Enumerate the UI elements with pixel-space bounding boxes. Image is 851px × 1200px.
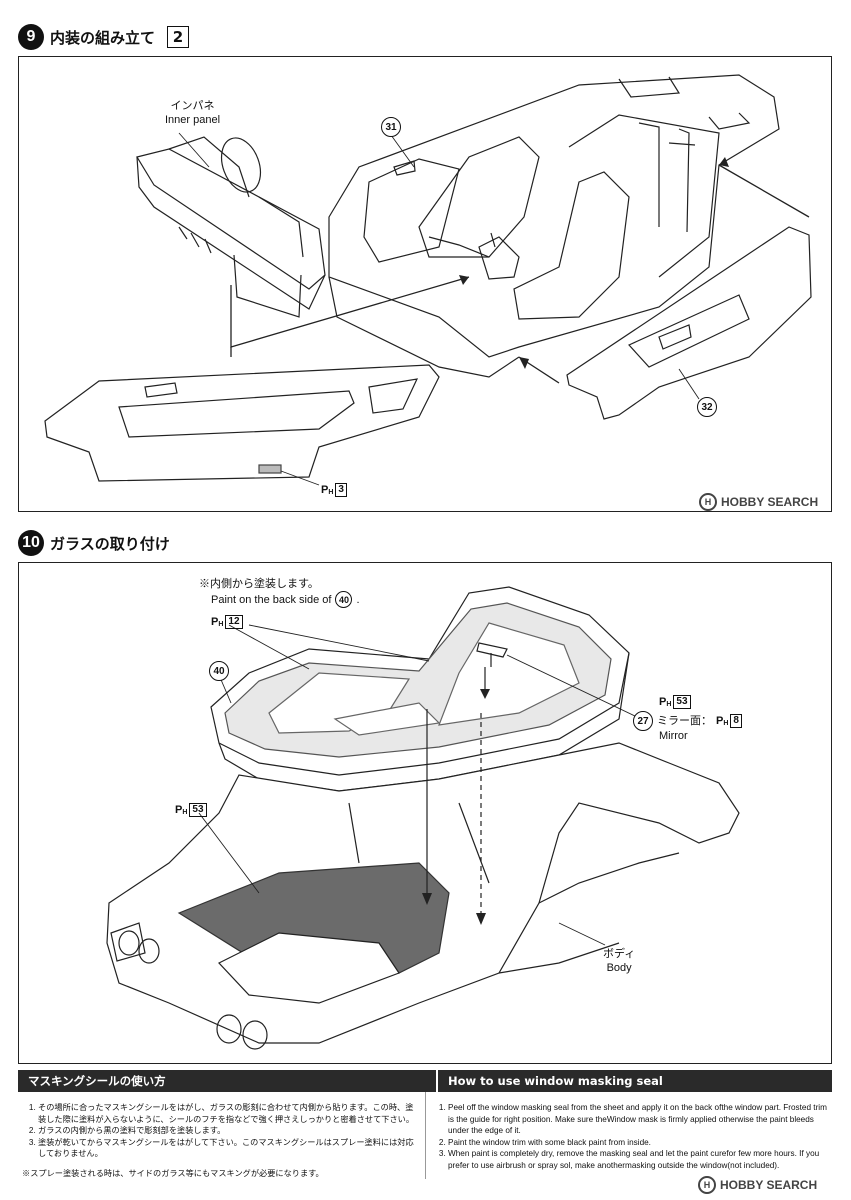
watermark-top: H HOBBY SEARCH xyxy=(699,493,818,511)
masking-seal-header: マスキングシールの使い方 How to use window masking s… xyxy=(18,1070,832,1092)
step-10-panel: ※内側から塗装します。 Paint on the back side of 40… xyxy=(18,562,832,1064)
masking-header-jp: マスキングシールの使い方 xyxy=(18,1070,438,1092)
paint-prefix: P xyxy=(321,484,329,496)
body-drawing xyxy=(106,742,740,1050)
paint-number: 53 xyxy=(189,803,207,817)
watermark-bottom: H HOBBY SEARCH xyxy=(698,1176,817,1194)
masking-step-jp: 塗装が乾いてからマスキングシールをはがして下さい。このマスキングシールはスプレー… xyxy=(38,1137,419,1160)
body-label-en: Body xyxy=(606,962,632,974)
mirror-label-en: Mirror xyxy=(659,730,688,742)
left-door-panel-drawing xyxy=(44,364,440,482)
masking-note-jp: ※スプレー塗装される時は、サイドのガラス等にもマスキングが必要になります。 xyxy=(22,1168,324,1178)
paint-sub: H xyxy=(666,701,672,708)
masking-step-jp: ガラスの内側から黒の塗料で彫刻部を塗装します。 xyxy=(38,1125,419,1137)
paint-number: 12 xyxy=(225,615,243,629)
leader-lines-10 xyxy=(198,624,638,946)
masking-step-en: When paint is completely dry, remove the… xyxy=(448,1148,828,1171)
step-9-illustration xyxy=(44,74,812,486)
inner-panel-label-jp: インパネ xyxy=(170,100,215,112)
step-10-note-en-suffix: . xyxy=(356,593,360,606)
hobby-search-logo-icon: H xyxy=(699,493,717,511)
paint-number: 8 xyxy=(730,714,742,728)
masking-seal-body: その場所に合ったマスキングシールをはがし、ガラスの彫刻に合わせて内側から貼ります… xyxy=(18,1092,832,1179)
step-10-header: 10 ガラスの取り付け xyxy=(18,530,170,556)
step-10-illustration xyxy=(106,586,740,1050)
paint-sub: H xyxy=(328,489,334,496)
paint-number: 3 xyxy=(335,483,347,497)
masking-step-en: Peel off the window masking seal from th… xyxy=(448,1102,828,1137)
part-32-marker: 32 xyxy=(697,397,717,417)
step-9-title: 内装の組み立て xyxy=(50,28,156,47)
step-10-note: ※内側から塗装します。 Paint on the back side of 40… xyxy=(199,577,360,608)
arrow-heads xyxy=(459,157,729,369)
paint-prefix: P xyxy=(175,804,183,816)
part-31-marker: 31 xyxy=(381,117,401,137)
masking-step-en: Paint the window trim with some black pa… xyxy=(448,1137,828,1149)
step-9-header: 9 内装の組み立て 2 xyxy=(18,24,190,50)
glass-part-drawing xyxy=(210,586,630,792)
step-10-note-en: Paint on the back side of 40 . xyxy=(211,591,360,608)
mirror-part-drawing xyxy=(476,642,508,667)
arrow-heads-10 xyxy=(422,689,490,925)
paint-sub: H xyxy=(182,809,188,816)
step-10-number: 10 xyxy=(18,530,44,556)
masking-header-en: How to use window masking seal xyxy=(448,1074,663,1088)
step-10-note-en-prefix: Paint on the back side of xyxy=(211,593,332,606)
step-9-sub-number: 2 xyxy=(167,26,190,48)
paint-number: 53 xyxy=(673,695,691,709)
part-40-marker: 40 xyxy=(209,661,229,681)
part-27-marker: 27 xyxy=(633,711,653,731)
step-10-note-jp: ※内側から塗装します。 xyxy=(199,578,319,590)
assembly-arrows xyxy=(426,667,486,913)
watermark-bottom-text: HOBBY SEARCH xyxy=(720,1178,818,1192)
inner-panel-drawing xyxy=(136,136,326,318)
step-10-title: ガラスの取り付け xyxy=(50,534,170,553)
paint-prefix: P xyxy=(716,715,724,727)
mirror-face-label-jp: ミラー面： xyxy=(657,715,712,727)
leader-lines xyxy=(178,132,700,486)
paint-sub: H xyxy=(723,720,729,727)
masking-instructions-en: Peel off the window masking seal from th… xyxy=(426,1092,832,1179)
watermark-top-text: HOBBY SEARCH xyxy=(721,495,819,509)
paint-prefix: P xyxy=(659,696,667,708)
inner-panel-callout: インパネ Inner panel xyxy=(165,99,220,127)
masking-instructions-jp: その場所に合ったマスキングシールをはがし、ガラスの彫刻に合わせて内側から貼ります… xyxy=(18,1092,426,1179)
right-door-panel-drawing xyxy=(566,226,812,420)
paint-prefix: P xyxy=(211,616,219,628)
hobby-search-logo-icon: H xyxy=(698,1176,716,1194)
paint-sub: H xyxy=(218,621,224,628)
step-10-note-part: 40 xyxy=(335,591,353,608)
interior-tub-drawing xyxy=(328,74,780,378)
step-9-number: 9 xyxy=(18,24,44,50)
body-callout: ボディ Body xyxy=(603,947,635,975)
masking-step-jp: その場所に合ったマスキングシールをはがし、ガラスの彫刻に合わせて内側から貼ります… xyxy=(38,1102,419,1125)
masking-seal-section: マスキングシールの使い方 How to use window masking s… xyxy=(18,1070,832,1179)
inner-panel-label-en: Inner panel xyxy=(165,114,221,126)
body-label-jp: ボディ xyxy=(603,948,636,960)
